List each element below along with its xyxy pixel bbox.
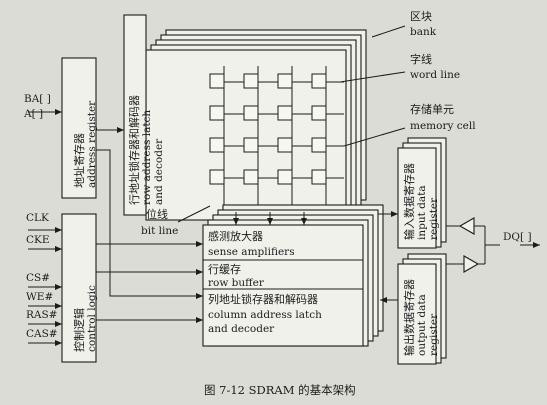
- memory-cell-0-0: [209, 73, 225, 89]
- memory-cell-2-2: [277, 137, 293, 153]
- input-register-label-cn: 输入数据寄存器: [402, 163, 416, 240]
- address-register-label-cn: 地址寄存器: [72, 133, 86, 188]
- word-line-label-en: word line: [410, 69, 460, 81]
- control-logic-label-en: control logic: [86, 285, 98, 352]
- row-address-latch-block: [123, 14, 147, 216]
- memory-cell-0-2: [277, 73, 293, 89]
- sense-amp-stack: [202, 204, 384, 347]
- memory-cell-1-0: [209, 105, 225, 121]
- clk-label: CLK: [26, 212, 49, 224]
- cs-label: CS#: [26, 272, 50, 284]
- col-latch-label-en2: and decoder: [208, 323, 275, 335]
- memory-cell-grid: [209, 73, 327, 185]
- wires: [28, 25, 540, 346]
- input-buffer-triangle: [458, 217, 475, 235]
- memory-cell-3-0: [209, 169, 225, 185]
- bank-label-en: bank: [410, 26, 437, 38]
- bit-line-label-en: bit line: [141, 225, 178, 237]
- cas-label: CAS#: [26, 328, 58, 340]
- a-input-label: A[ ]: [23, 108, 43, 120]
- ras-label: RAS#: [26, 309, 57, 321]
- row-buffer-label-cn: 行缓存: [208, 262, 241, 276]
- memory-cell-2-3: [311, 137, 327, 153]
- figure-caption: 图 7-12 SDRAM 的基本架构: [204, 383, 356, 397]
- input-data-register-stack: [397, 137, 447, 249]
- memory-cell-1-3: [311, 105, 327, 121]
- row-latch-label-en2: and decoder: [153, 138, 165, 205]
- sense-amp-label-cn: 感测放大器: [208, 229, 263, 243]
- output-register-label-en1: output data: [416, 294, 428, 356]
- memory-cell-label-cn: 存储单元: [410, 102, 454, 116]
- memory-cell-0-1: [243, 73, 259, 89]
- memory-cell-2-0: [209, 137, 225, 153]
- memory-cell-2-1: [243, 137, 259, 153]
- row-latch-label-en1: row address latch: [141, 110, 153, 205]
- control-logic-block: [61, 213, 97, 363]
- row-latch-label-cn: 行地址锁存器和解码器: [127, 95, 141, 205]
- row-buffer-label-en: row buffer: [208, 277, 265, 289]
- output-register-label-en2: register: [428, 313, 440, 356]
- control-logic-label-cn: 控制逻辑: [72, 308, 86, 352]
- ba-input-label: BA[ ]: [24, 93, 51, 105]
- word-line-label-cn: 字线: [410, 52, 432, 66]
- col-latch-label-cn: 列地址锁存器和解码器: [208, 292, 318, 306]
- address-register-block: [61, 57, 97, 199]
- output-register-label-cn: 输出数据寄存器: [402, 279, 416, 356]
- output-buffer-triangle: [463, 255, 480, 273]
- memory-cell-0-3: [311, 73, 327, 89]
- bank-label-cn: 区块: [410, 10, 432, 23]
- memory-cell-1-1: [243, 105, 259, 121]
- col-latch-label-en1: column address latch: [208, 309, 322, 321]
- bit-line-label-cn: 位线: [146, 207, 168, 221]
- output-data-register-stack: [397, 253, 447, 365]
- memory-cell-label-en: memory cell: [410, 120, 476, 132]
- memory-cell-3-1: [243, 169, 259, 185]
- input-register-label-en2: register: [428, 197, 440, 240]
- cke-label: CKE: [26, 234, 50, 246]
- memory-cell-3-2: [277, 169, 293, 185]
- address-register-label-en: address register: [86, 100, 98, 188]
- input-register-label-en1: input data: [416, 185, 428, 240]
- bank-stack: [145, 29, 367, 221]
- sense-amp-label-en: sense amplifiers: [208, 246, 295, 258]
- memory-cell-1-2: [277, 105, 293, 121]
- memory-cell-3-3: [311, 169, 327, 185]
- dq-label: DQ[ ]: [503, 231, 532, 243]
- buffer-dividers: [203, 259, 363, 290]
- we-label: WE#: [26, 291, 53, 303]
